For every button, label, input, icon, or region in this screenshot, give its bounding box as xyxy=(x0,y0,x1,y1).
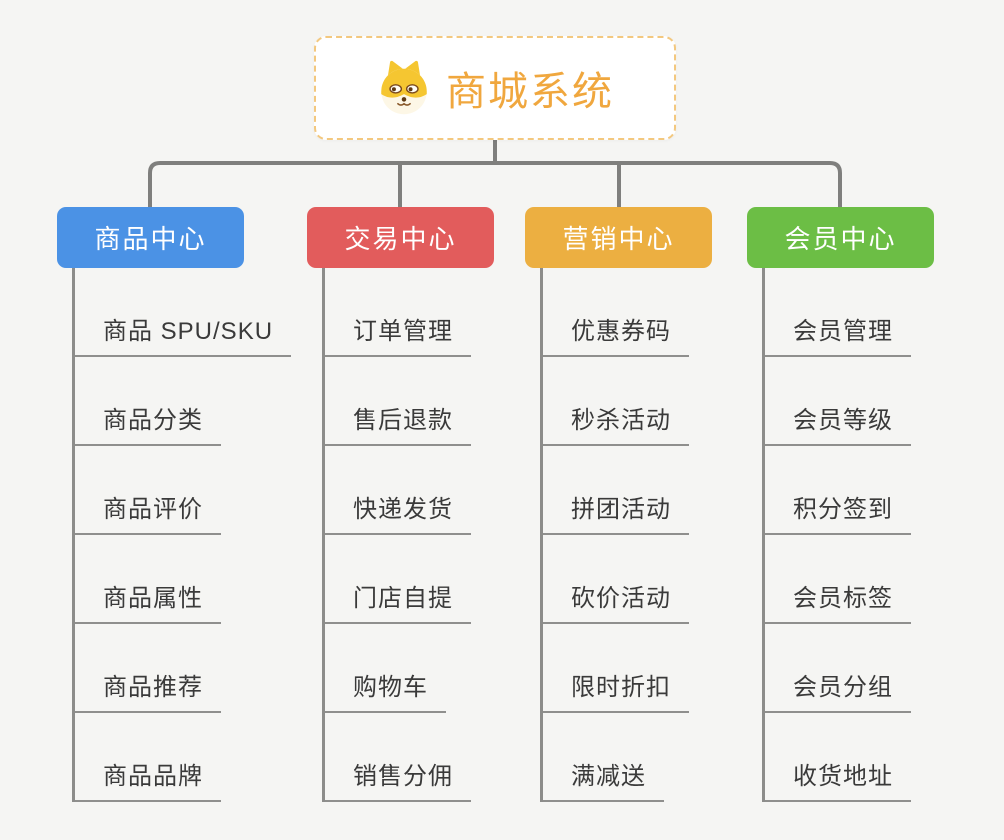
branch-header-trade-center[interactable]: 交易中心 xyxy=(307,207,494,268)
trunk-line xyxy=(322,268,325,802)
trunk-line xyxy=(72,268,75,802)
leaf-node[interactable]: 优惠券码 xyxy=(540,311,689,357)
leaf-node[interactable]: 商品品牌 xyxy=(72,756,221,802)
leaf-node[interactable]: 秒杀活动 xyxy=(540,400,689,446)
branch-items: 订单管理 售后退款 快递发货 门店自提 购物车 销售分佣 xyxy=(322,268,547,802)
root-node[interactable]: 商城系统 xyxy=(314,36,676,140)
leaf-node[interactable]: 砍价活动 xyxy=(540,578,689,624)
leaf-node[interactable]: 限时折扣 xyxy=(540,667,689,713)
leaf-node[interactable]: 商品属性 xyxy=(72,578,221,624)
leaf-node[interactable]: 订单管理 xyxy=(322,311,471,357)
branch-marketing-center: 营销中心 优惠券码 秒杀活动 拼团活动 砍价活动 限时折扣 满减送 xyxy=(525,207,765,802)
branch-header-marketing-center[interactable]: 营销中心 xyxy=(525,207,712,268)
leaf-node[interactable]: 商品推荐 xyxy=(72,667,221,713)
leaf-node[interactable]: 会员分组 xyxy=(762,667,911,713)
branch-product-center: 商品中心 商品 SPU/SKU 商品分类 商品评价 商品属性 商品推荐 商品品牌 xyxy=(57,207,297,802)
branch-trade-center: 交易中心 订单管理 售后退款 快递发货 门店自提 购物车 销售分佣 xyxy=(307,207,547,802)
branch-header-product-center[interactable]: 商品中心 xyxy=(57,207,244,268)
leaf-node[interactable]: 购物车 xyxy=(322,667,446,713)
leaf-node[interactable]: 门店自提 xyxy=(322,578,471,624)
leaf-node[interactable]: 售后退款 xyxy=(322,400,471,446)
leaf-node[interactable]: 商品分类 xyxy=(72,400,221,446)
leaf-node[interactable]: 商品评价 xyxy=(72,489,221,535)
branch-items: 优惠券码 秒杀活动 拼团活动 砍价活动 限时折扣 满减送 xyxy=(540,268,765,802)
trunk-line xyxy=(762,268,765,802)
leaf-node[interactable]: 商品 SPU/SKU xyxy=(72,311,292,357)
leaf-node[interactable]: 积分签到 xyxy=(762,489,911,535)
trunk-line xyxy=(540,268,543,802)
leaf-node[interactable]: 收货地址 xyxy=(762,756,911,802)
branch-member-center: 会员中心 会员管理 会员等级 积分签到 会员标签 会员分组 收货地址 xyxy=(747,207,987,802)
leaf-node[interactable]: 拼团活动 xyxy=(540,489,689,535)
leaf-node[interactable]: 满减送 xyxy=(540,756,664,802)
leaf-node[interactable]: 会员标签 xyxy=(762,578,911,624)
dog-face-icon xyxy=(381,60,427,115)
leaf-node[interactable]: 会员管理 xyxy=(762,311,911,357)
leaf-node[interactable]: 销售分佣 xyxy=(322,756,471,802)
root-title: 商城系统 xyxy=(446,70,614,114)
branch-items: 商品 SPU/SKU 商品分类 商品评价 商品属性 商品推荐 商品品牌 xyxy=(72,268,297,802)
rail-line xyxy=(148,161,842,208)
leaf-node[interactable]: 会员等级 xyxy=(762,400,911,446)
branch-header-member-center[interactable]: 会员中心 xyxy=(747,207,934,268)
branch-items: 会员管理 会员等级 积分签到 会员标签 会员分组 收货地址 xyxy=(762,268,987,802)
leaf-node[interactable]: 快递发货 xyxy=(322,489,471,535)
